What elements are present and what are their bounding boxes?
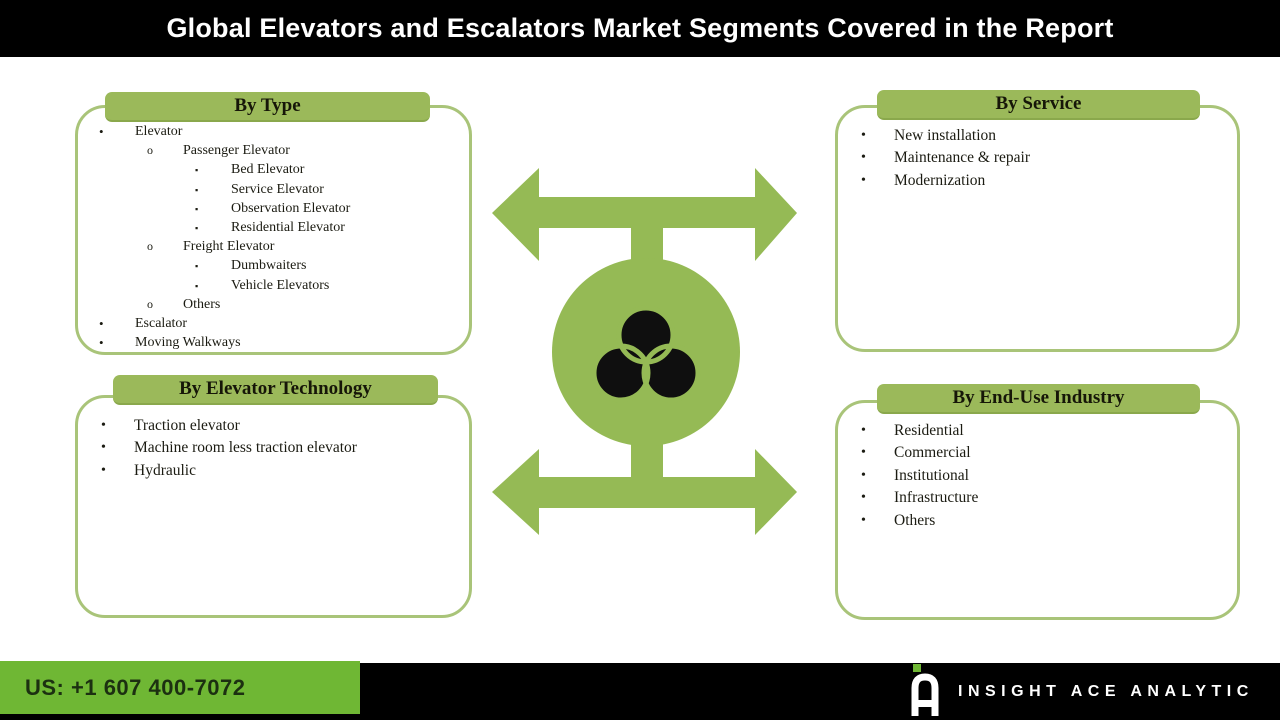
- list-item: • Escalator: [78, 314, 469, 333]
- phone-badge: US: +1 607 400-7072: [0, 661, 360, 714]
- box-header-by-end-use-industry: By End-Use Industry: [877, 384, 1200, 414]
- list-item-label: Moving Walkways: [135, 335, 241, 351]
- list-item: • Moving Walkways: [78, 333, 469, 352]
- list-item: ▪ Service Elevator: [78, 180, 469, 199]
- list-item-label: Service Elevator: [231, 181, 324, 197]
- list-item-label: Traction elevator: [134, 417, 240, 434]
- bullet-icon: •: [101, 440, 106, 456]
- venn-circles-icon: [591, 305, 701, 403]
- list-item-label: Maintenance & repair: [894, 149, 1030, 167]
- bullet-icon: o: [147, 296, 153, 311]
- list-item: • Traction elevator: [78, 415, 469, 437]
- page-title: Global Elevators and Escalators Market S…: [166, 13, 1114, 43]
- bullet-icon: •: [99, 316, 104, 332]
- box-header-label: By Service: [995, 93, 1082, 114]
- brand-name: INSIGHT ACE ANALYTIC: [958, 682, 1254, 700]
- list-item: • Residential: [838, 420, 1237, 442]
- bullet-icon: •: [101, 462, 106, 478]
- list-item-label: Escalator: [135, 316, 188, 332]
- bullet-icon: •: [99, 335, 104, 351]
- list-item: • Elevator: [78, 122, 469, 141]
- bullet-icon: •: [861, 467, 866, 483]
- list-item-label: Vehicle Elevators: [231, 277, 330, 293]
- bullet-icon: o: [147, 143, 153, 158]
- list-item: ▪ Bed Elevator: [78, 160, 469, 179]
- phone-text: US: +1 607 400-7072: [25, 674, 246, 700]
- bullet-icon: •: [101, 418, 106, 433]
- top-double-arrow-icon: [492, 168, 797, 261]
- list-item: o Passenger Elevator: [78, 141, 469, 160]
- bullet-icon: •: [861, 490, 866, 506]
- list-item: • Institutional: [838, 465, 1237, 487]
- list-item-label: Observation Elevator: [231, 200, 351, 216]
- bottom-double-arrow-icon: [492, 449, 797, 535]
- box-header-label: By End-Use Industry: [952, 387, 1125, 408]
- box-header-by-type: By Type: [105, 92, 430, 122]
- list-item-label: Infrastructure: [894, 489, 979, 507]
- list-item-label: Institutional: [894, 466, 969, 484]
- list-item-label: Hydraulic: [134, 461, 196, 479]
- list-item-label: Bed Elevator: [231, 162, 305, 178]
- bullet-icon: ▪: [195, 184, 199, 195]
- center-graphic: [492, 168, 797, 535]
- bullet-icon: ▪: [195, 203, 199, 214]
- segment-list-by-elevator-technology: • Traction elevator • Machine room less tra…: [78, 398, 469, 482]
- list-item-label: Modernization: [894, 171, 986, 189]
- list-item: • New installation: [838, 125, 1237, 147]
- box-header-label: By Elevator Technology: [179, 378, 372, 399]
- list-item: ▪ Residential Elevator: [78, 218, 469, 237]
- bullet-icon: •: [99, 124, 104, 139]
- segment-list-by-end-use-industry: • Residential • Commercial • Institutional • In…: [838, 403, 1237, 532]
- list-item-label: Residential Elevator: [231, 220, 345, 236]
- list-item: ▪ Dumbwaiters: [78, 256, 469, 275]
- list-item-label: Dumbwaiters: [231, 258, 307, 274]
- list-item: • Machine room less traction elevator: [78, 437, 469, 459]
- bullet-icon: •: [861, 423, 866, 438]
- list-item-label: Others: [183, 296, 221, 312]
- list-item: ▪ Observation Elevator: [78, 199, 469, 218]
- segment-box-by-elevator-technology: • Traction elevator • Machine room less tra…: [75, 395, 472, 618]
- list-item: • Modernization: [838, 170, 1237, 192]
- list-item: • Commercial: [838, 442, 1237, 464]
- bullet-icon: •: [861, 172, 866, 188]
- bullet-icon: •: [861, 512, 866, 528]
- title-bar: Global Elevators and Escalators Market S…: [0, 0, 1280, 57]
- list-item-label: Machine room less traction elevator: [134, 439, 357, 457]
- bullet-icon: ▪: [195, 280, 199, 291]
- list-item-label: Elevator: [135, 124, 183, 139]
- list-item-label: Passenger Elevator: [183, 143, 290, 159]
- bullet-icon: ▪: [195, 261, 199, 272]
- bullet-icon: •: [861, 128, 866, 143]
- segment-box-by-end-use-industry: • Residential • Commercial • Institutional • In…: [835, 400, 1240, 620]
- bullet-icon: •: [861, 445, 866, 461]
- list-item: • Infrastructure: [838, 487, 1237, 509]
- bullet-icon: o: [147, 239, 153, 254]
- insightace-logo-icon: [911, 664, 939, 716]
- list-item: ▪ Vehicle Elevators: [78, 276, 469, 295]
- segment-box-by-service: • New installation • Maintenance & repair • M…: [835, 105, 1240, 352]
- list-item: • Maintenance & repair: [838, 147, 1237, 169]
- list-item-label: Residential: [894, 422, 964, 439]
- bullet-icon: ▪: [195, 223, 199, 234]
- list-item: o Others: [78, 295, 469, 314]
- list-item-label: Commercial: [894, 444, 971, 462]
- box-header-label: By Type: [234, 95, 301, 116]
- bullet-icon: •: [861, 150, 866, 166]
- list-item-label: Freight Elevator: [183, 239, 275, 255]
- list-item: • Others: [838, 510, 1237, 532]
- list-item-label: Others: [894, 511, 936, 529]
- segment-list-by-type: • Elevator o Passenger Elevator ▪ Bed Elevato…: [78, 108, 469, 352]
- list-item: • Hydraulic: [78, 460, 469, 482]
- list-item-label: New installation: [894, 127, 997, 144]
- box-header-by-service: By Service: [877, 90, 1200, 120]
- bullet-icon: ▪: [195, 165, 199, 176]
- list-item: o Freight Elevator: [78, 237, 469, 256]
- segment-box-by-type: • Elevator o Passenger Elevator ▪ Bed Elevato…: [75, 105, 472, 355]
- segment-list-by-service: • New installation • Maintenance & repair • M…: [838, 108, 1237, 192]
- box-header-by-elevator-technology: By Elevator Technology: [113, 375, 438, 405]
